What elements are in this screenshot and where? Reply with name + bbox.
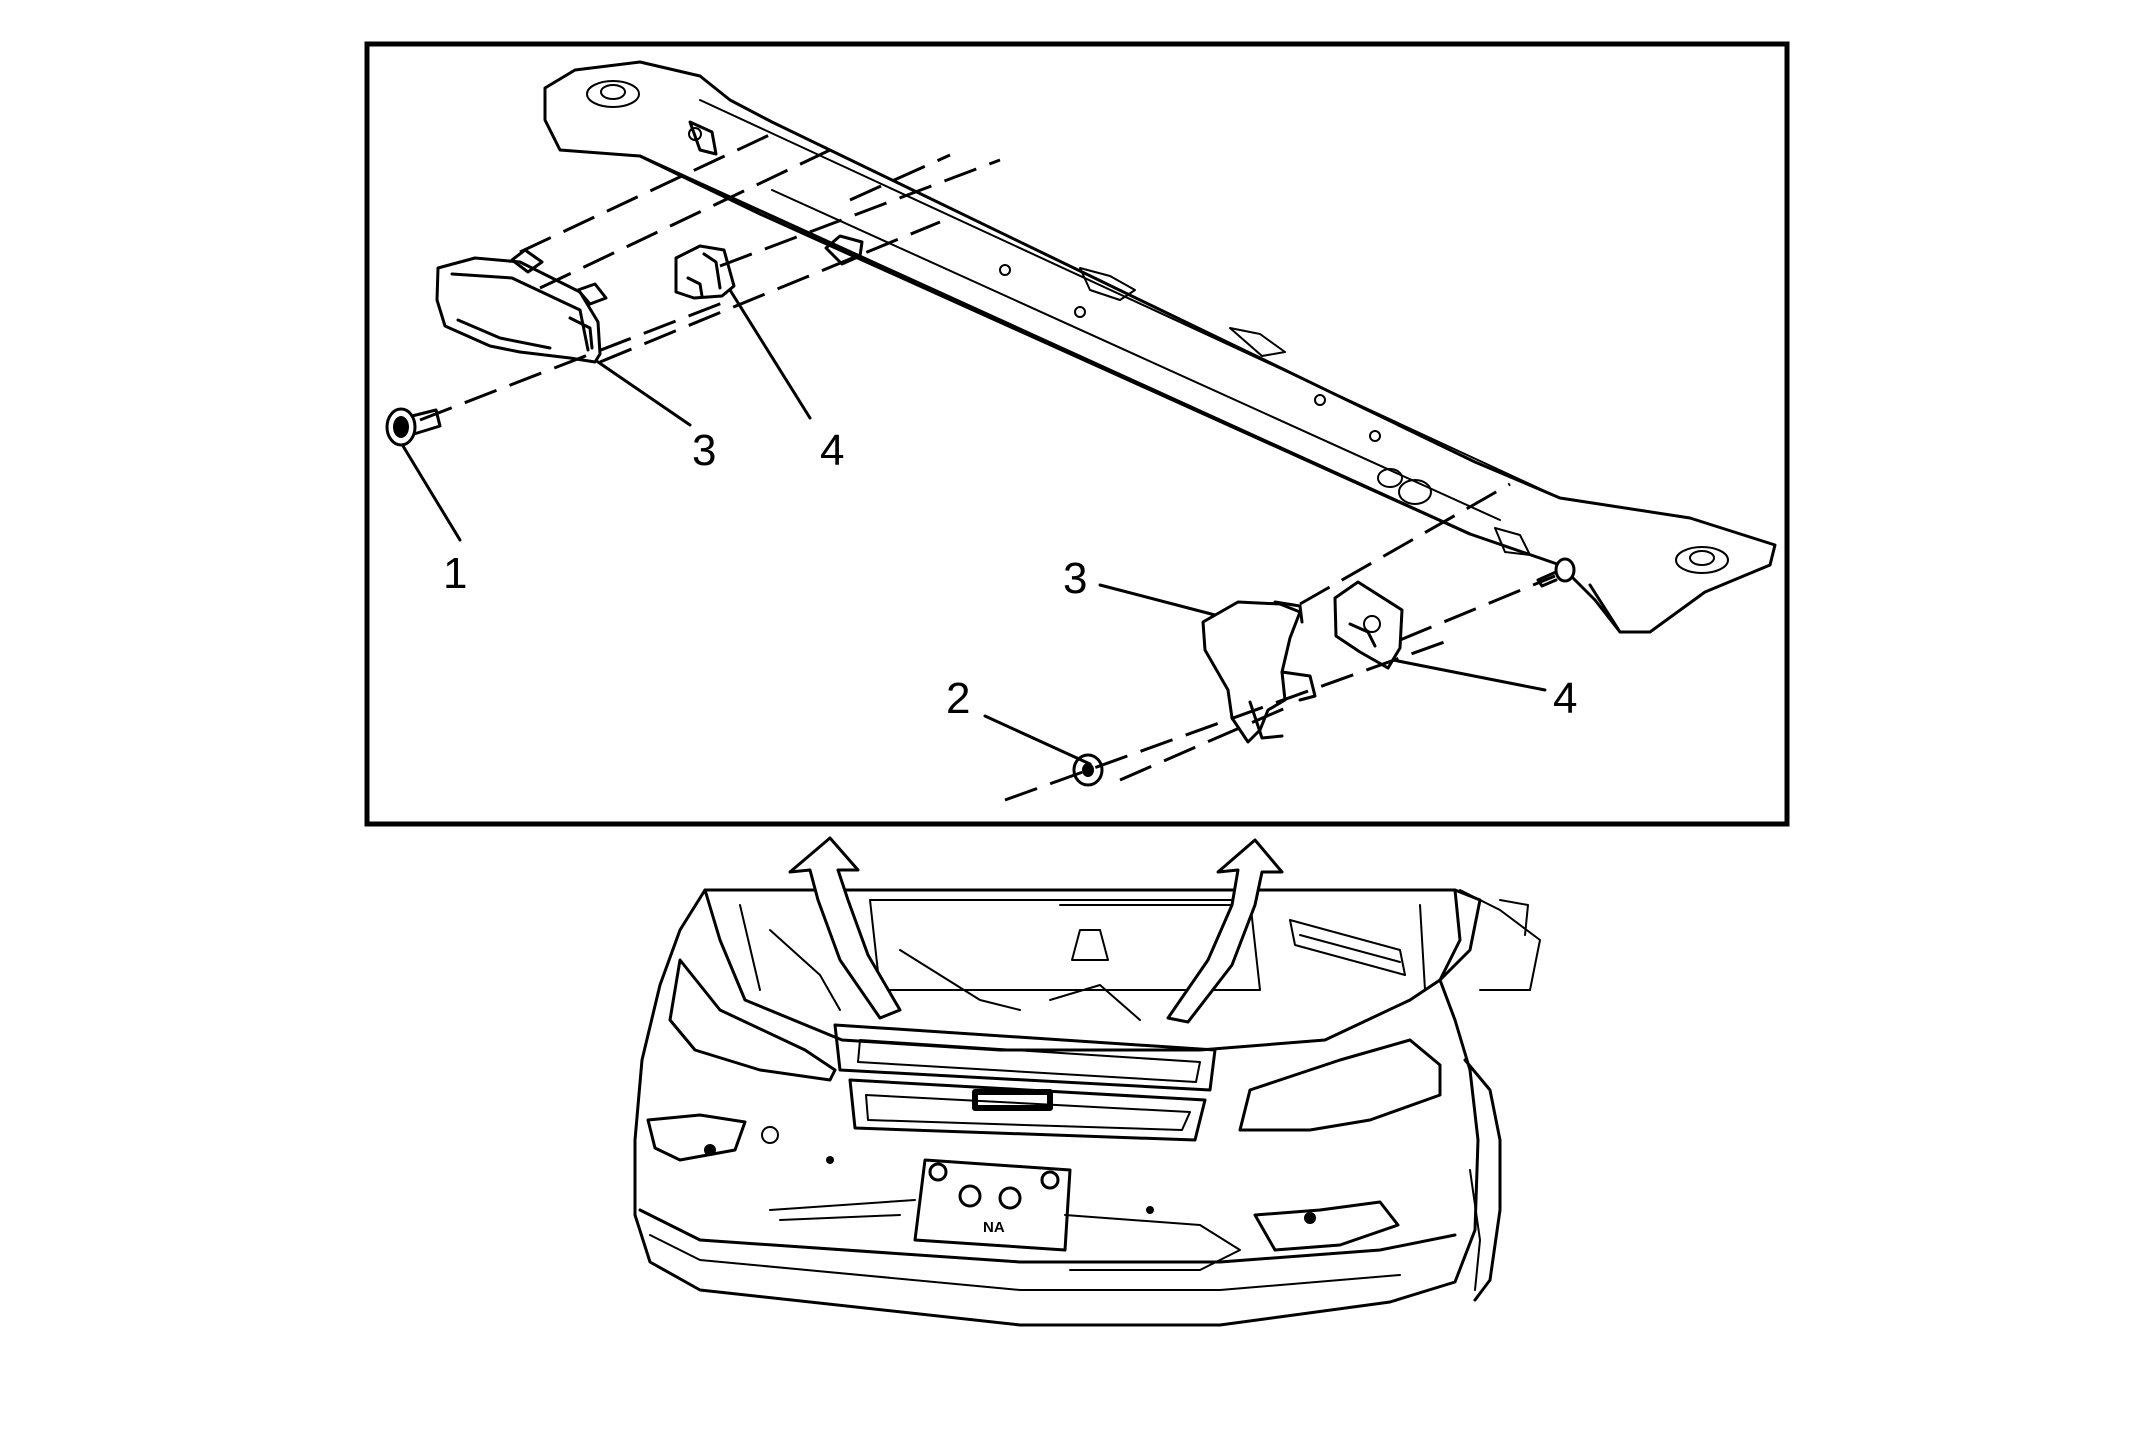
nut-2 — [1072, 753, 1104, 787]
bolt-right — [1536, 557, 1576, 588]
callout-4-left: 4 — [820, 426, 844, 475]
vehicle-front-view: NA — [633, 836, 1541, 1327]
right-bracket — [1201, 600, 1317, 744]
leader-lines — [401, 288, 1547, 766]
callout-4-right: 4 — [1553, 674, 1577, 723]
bolt-1 — [385, 407, 442, 447]
left-bracket — [435, 248, 608, 364]
lift-arrows — [788, 836, 1284, 1024]
callout-3-left: 3 — [692, 426, 716, 475]
inset-frame — [364, 41, 1790, 827]
callout-3-right: 3 — [1063, 554, 1087, 603]
plate-text: NA — [983, 1219, 1005, 1236]
detail-inset: 1 2 3 3 4 4 — [364, 41, 1790, 827]
license-plate: NA — [913, 1158, 1072, 1252]
right-latch — [1333, 580, 1404, 670]
radiator-support-bar — [543, 60, 1777, 634]
left-latch — [674, 234, 864, 300]
callout-1: 1 — [443, 549, 467, 598]
callout-2: 2 — [946, 674, 970, 723]
install-axes — [419, 128, 1556, 802]
